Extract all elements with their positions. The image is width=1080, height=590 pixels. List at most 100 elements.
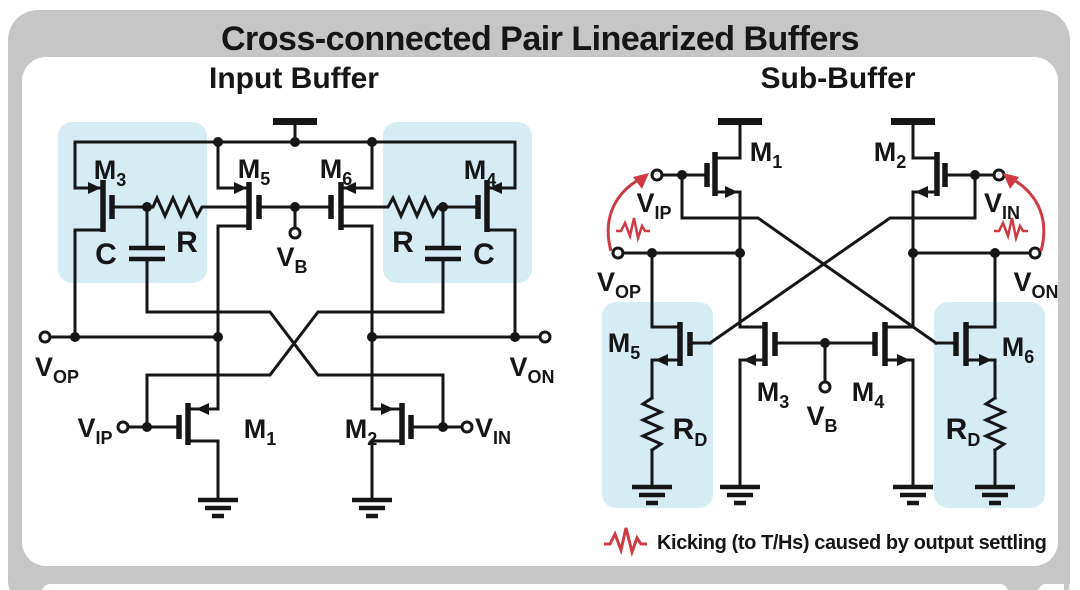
sb-transistor-m2	[911, 152, 1006, 329]
sb-junction-dots	[647, 170, 1000, 348]
ib-m2-ground-icon	[352, 497, 392, 519]
ib-m5-arrow-icon	[234, 182, 247, 194]
ib-vin-label: VIN	[475, 413, 511, 448]
sub-buffer-heading: Sub-Buffer	[760, 62, 916, 95]
sb-vb-terminal	[818, 341, 832, 394]
ib-von-label: VON	[509, 352, 554, 387]
ib-m1-leads-wire	[126, 335, 220, 502]
ib-resistor-left-icon	[145, 194, 249, 220]
sb-von-terminal-icon	[1028, 246, 1042, 260]
ib-transistor-m5	[216, 140, 295, 339]
sb-rd-left-label: RD	[673, 413, 708, 450]
ib-vop-label: VOP	[35, 352, 79, 387]
ib-transistor-m2	[352, 335, 474, 519]
sb-m2-label: M2	[874, 137, 907, 172]
ib-transistor-m1	[116, 335, 238, 519]
sb-kick-wave-left-icon	[616, 217, 650, 243]
sb-m5-mosfet-icon	[677, 322, 693, 366]
sb-m5-ground-icon	[632, 484, 672, 506]
ib-m1-label: M1	[244, 414, 277, 449]
sb-m3-arrow-icon	[743, 354, 756, 366]
sb-m6-ground-icon	[975, 484, 1015, 506]
sb-kick-arrow-left-icon	[606, 178, 639, 252]
sb-m4-mosfet-icon	[872, 322, 888, 366]
ib-m5-label: M5	[238, 154, 271, 189]
sb-rd-left-resistor-icon	[639, 395, 665, 453]
ib-m2-leads-wire	[370, 335, 464, 502]
sb-vip-terminal-icon	[650, 168, 664, 182]
sb-m2-leads-wire	[911, 156, 996, 329]
sb-kick-arrowhead-left-icon	[633, 173, 649, 189]
sb-m1-arrow-icon	[725, 186, 738, 198]
ib-m3-mosfet-icon	[100, 180, 115, 232]
ib-cap-left-icon	[129, 245, 165, 262]
sb-vin-label: VIN	[984, 188, 1020, 223]
sb-vip-label: VIP	[636, 188, 671, 223]
ib-m4-mosfet-icon	[475, 180, 490, 232]
sb-vdd-right-supply-icon	[891, 118, 935, 125]
sb-vb-label: VB	[806, 401, 837, 436]
ib-transistor-m6	[295, 140, 374, 339]
ib-vop-terminal-icon	[38, 330, 52, 344]
sb-vop-terminal-icon	[611, 246, 625, 260]
sb-transistor-m4	[823, 322, 933, 506]
sb-m3-mosfet-icon	[762, 322, 778, 366]
sb-m4-ground-icon	[893, 484, 933, 506]
ib-m2-arrow-icon	[381, 403, 394, 415]
sb-m6-mosfet-icon	[953, 322, 969, 366]
ib-c-right-label: C	[473, 238, 495, 271]
ib-m4-arrow-icon	[489, 182, 502, 194]
kick-legend: Kicking (to T/Hs) caused by output settl…	[602, 527, 1047, 559]
sb-vdd-left-supply-icon	[718, 118, 762, 125]
ib-capacitor-left	[129, 205, 165, 314]
ib-m6-arrow-icon	[343, 182, 356, 194]
input-buffer-heading: Input Buffer	[209, 62, 379, 95]
ib-junction-dots	[70, 137, 520, 432]
sb-m5-label: M5	[608, 328, 641, 363]
sb-m3-label: M3	[757, 377, 790, 412]
sb-m6-label: M6	[1002, 332, 1035, 367]
sb-von-label: VON	[1013, 267, 1058, 302]
rc-highlight-box-left	[58, 122, 207, 283]
ib-m1-mosfet-icon	[176, 403, 191, 445]
next-panel-peek	[42, 584, 1008, 590]
sb-m2-arrow-icon	[915, 186, 928, 198]
ib-transistor-m4	[441, 180, 517, 339]
ib-m2-label: M2	[345, 414, 378, 449]
ib-m6-mosfet-icon	[328, 182, 344, 230]
ib-m1-ground-icon	[198, 497, 238, 519]
sb-vb-terminal-icon	[818, 380, 832, 394]
sb-m6-leads-wire	[934, 251, 997, 489]
sb-kick-annotations	[606, 173, 1046, 252]
ib-m2-mosfet-icon	[399, 403, 414, 445]
sb-m1-leads-wire	[660, 156, 742, 329]
ib-vip-terminal-icon	[116, 420, 130, 434]
ib-cap-right-icon	[425, 245, 461, 262]
sb-transistor-m5	[632, 251, 712, 506]
ib-vip-label: VIP	[77, 413, 112, 448]
ib-m5-mosfet-icon	[246, 182, 262, 230]
ib-r-right-label: R	[392, 226, 414, 259]
ib-vb-label: VB	[276, 242, 307, 277]
ib-capacitor-right	[425, 205, 461, 314]
sb-m5-arrow-icon	[655, 354, 668, 366]
sb-cross-wire-vin-to-m5	[707, 173, 977, 346]
ib-transistor-m3	[73, 180, 149, 339]
sb-m4-label: M4	[852, 377, 885, 412]
ib-m4-label: M4	[464, 155, 497, 190]
kick-wave-legend-icon	[604, 527, 647, 558]
figure-title: Cross-connected Pair Linearized Buffers	[220, 20, 860, 58]
sb-rd-right-resistor-icon	[982, 395, 1008, 453]
sb-kick-wave-right-icon	[994, 217, 1028, 243]
rc-highlight-box-right	[383, 122, 532, 283]
sb-vin-terminal-icon	[992, 168, 1006, 182]
ib-cross-coupling-wire	[145, 310, 445, 429]
sb-vop-label: VOP	[597, 267, 641, 302]
ib-vb-terminal-icon	[288, 226, 302, 240]
ib-r-left-label: R	[176, 226, 198, 259]
sb-m4-leads-wire	[823, 325, 915, 489]
ib-vin-terminal-icon	[460, 420, 474, 434]
sb-m4-arrow-icon	[897, 354, 910, 366]
